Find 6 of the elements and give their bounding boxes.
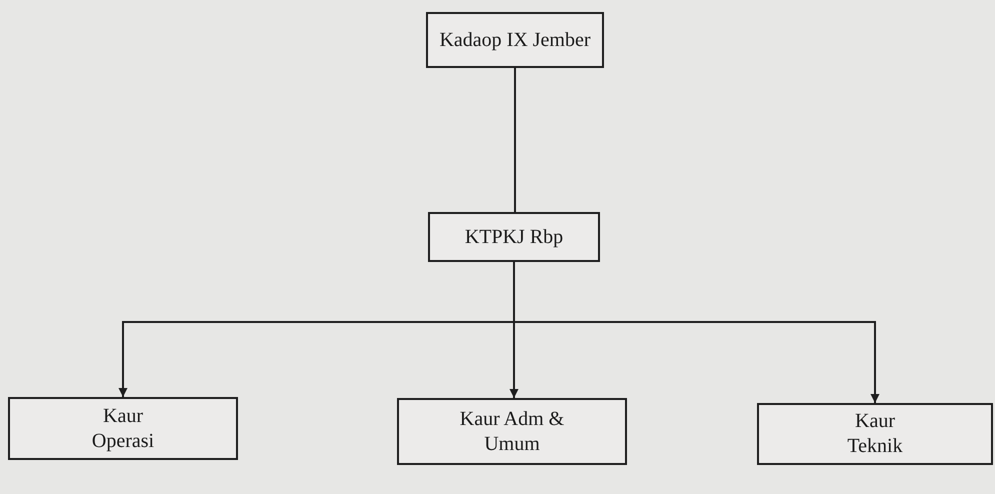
org-box: Kaur Adm & Umum <box>397 398 627 465</box>
org-box: Kaur Operasi <box>8 397 238 460</box>
connector-line <box>514 68 516 212</box>
org-box: KTPKJ Rbp <box>428 212 600 262</box>
org-box: Kaur Teknik <box>757 403 993 465</box>
org-box: Kadaop IX Jember <box>426 12 604 68</box>
